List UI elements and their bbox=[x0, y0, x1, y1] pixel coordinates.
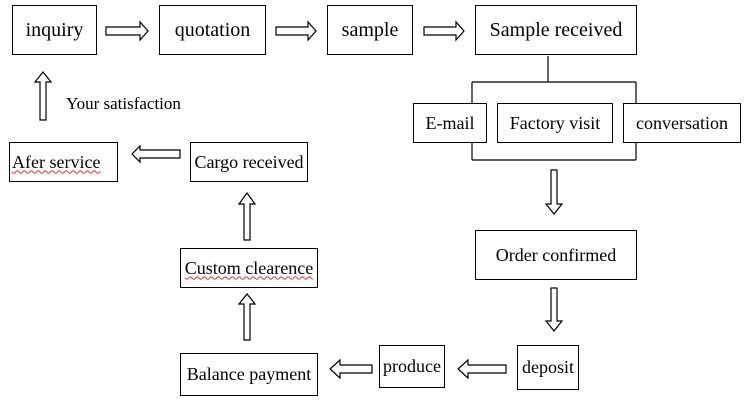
option-factory-visit-label: Factory visit bbox=[509, 112, 601, 133]
step-afer-service-label: Afer service bbox=[12, 151, 101, 172]
step-produce: produce bbox=[379, 345, 445, 388]
arrow-custom-to-cargo bbox=[237, 191, 257, 241]
arrow-deposit-to-produce bbox=[457, 358, 507, 380]
step-order-confirmed-label: Order confirmed bbox=[495, 244, 617, 265]
arrow-to-order-confirmed bbox=[544, 169, 564, 215]
step-produce-label: produce bbox=[383, 356, 441, 376]
step-afer-service: Afer service bbox=[9, 142, 118, 182]
step-inquiry-label: inquiry bbox=[25, 18, 84, 41]
option-email-label: E-mail bbox=[425, 112, 475, 133]
arrow-cargo-to-afer bbox=[131, 144, 181, 164]
step-cargo-received: Cargo received bbox=[190, 142, 308, 182]
step-balance-payment: Balance payment bbox=[180, 353, 318, 396]
step-balance-payment-label: Balance payment bbox=[186, 364, 312, 384]
arrow-inquiry-to-quotation bbox=[105, 20, 149, 42]
step-deposit: deposit bbox=[517, 345, 579, 390]
option-conversation: conversation bbox=[623, 103, 741, 143]
arrow-quotation-to-sample bbox=[275, 20, 317, 42]
step-quotation: quotation bbox=[159, 5, 266, 55]
step-inquiry: inquiry bbox=[12, 5, 97, 55]
step-order-confirmed: Order confirmed bbox=[475, 230, 637, 280]
arrow-balance-to-custom bbox=[237, 293, 257, 341]
step-sample-received: Sample received bbox=[475, 5, 637, 55]
step-quotation-label: quotation bbox=[174, 18, 251, 41]
your-satisfaction-label: Your satisfaction bbox=[66, 94, 181, 113]
arrow-produce-to-balance bbox=[329, 358, 373, 380]
step-sample: sample bbox=[327, 5, 413, 55]
arrow-afer-to-inquiry bbox=[33, 71, 53, 121]
option-factory-visit: Factory visit bbox=[497, 103, 613, 143]
step-sample-label: sample bbox=[341, 18, 399, 41]
step-custom-clearence-label: Custom clearence bbox=[184, 257, 314, 278]
arrow-to-deposit bbox=[544, 287, 564, 332]
option-email: E-mail bbox=[413, 103, 487, 143]
option-conversation-label: conversation bbox=[636, 112, 728, 133]
step-custom-clearence: Custom clearence bbox=[180, 248, 318, 288]
step-sample-received-label: Sample received bbox=[489, 18, 623, 41]
step-cargo-received-label: Cargo received bbox=[194, 151, 304, 172]
step-deposit-label: deposit bbox=[522, 357, 574, 377]
arrow-sample-to-received bbox=[423, 20, 465, 42]
